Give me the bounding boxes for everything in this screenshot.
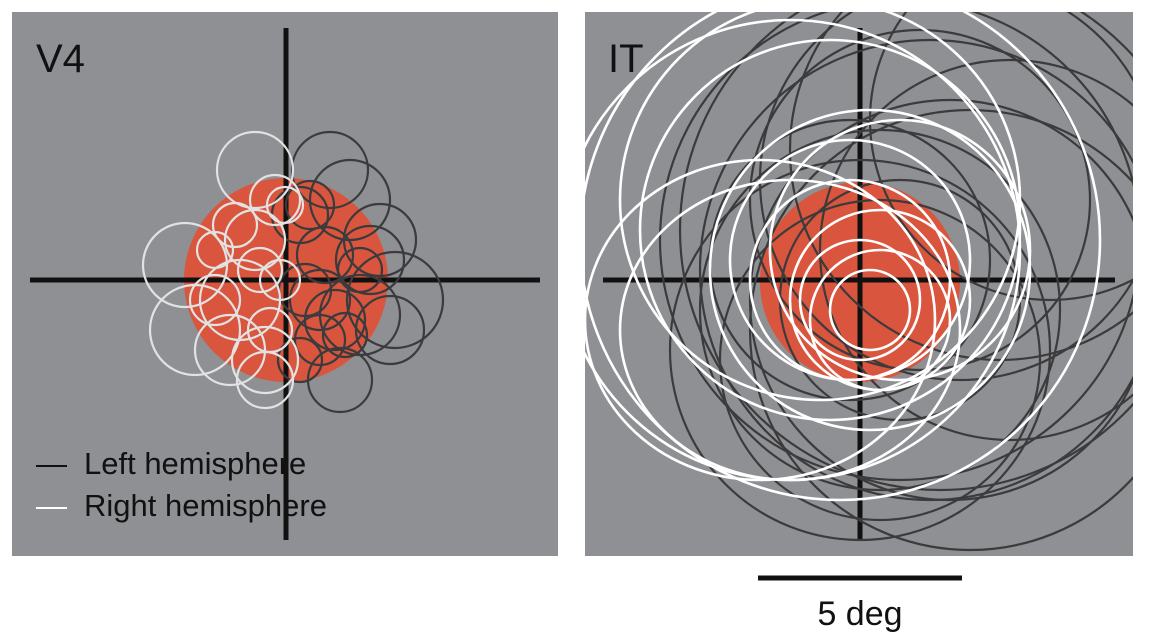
legend-right-hemisphere-label: Right hemisphere [84,488,327,523]
right-hemisphere-receptive-field [223,208,287,272]
left-hemisphere-receptive-field [345,250,445,350]
left-hemisphere-receptive-field [321,311,369,359]
it-panel-label: IT [608,37,644,81]
right-hemisphere-receptive-field [141,221,229,309]
right-hemisphere-receptive-field [618,12,1022,402]
right-hemisphere-receptive-field [828,268,912,352]
scale-bar: 5 deg [758,575,962,633]
left-hemisphere-receptive-field [276,336,324,384]
left-hemisphere-receptive-field [818,58,1133,442]
right-hemisphere-receptive-field [708,108,1032,432]
left-hemisphere-receptive-field [868,12,1133,302]
left-hemisphere-receptive-field [336,246,384,294]
right-hemisphere-receptive-field [585,158,937,482]
right-hemisphere-receptive-field [193,313,267,387]
legend-left-hemisphere-label: Left hemisphere [84,446,306,481]
right-hemisphere-receptive-field [585,12,1102,502]
left-hemisphere-receptive-field [678,12,1133,492]
right-hemisphere-receptive-field [768,118,1032,382]
right-hemisphere-receptive-field [246,306,294,354]
left-hemisphere-receptive-field [295,225,355,285]
legend-right-marker: — [36,488,67,523]
left-hemisphere-receptive-field [284,179,336,231]
left-hemisphere-receptive-field [788,12,1133,362]
right-hemisphere-receptive-field [618,178,962,482]
left-hemisphere-receptive-field [658,12,1133,482]
right-hemisphere-receptive-field [188,273,242,327]
left-hemisphere-receptive-field [668,158,1052,542]
right-hemisphere-receptive-field [248,173,302,227]
right-hemisphere-receptive-field [211,201,259,249]
v4-left-hemisphere-receptive-fields [270,130,445,414]
v4-panel: V4 — Left hemisphere — Right hemisphere [12,12,558,556]
scale-bar-label: 5 deg [817,595,902,633]
left-hemisphere-receptive-field [308,158,392,242]
legend-left-marker: — [36,446,67,481]
right-hemisphere-receptive-field [236,246,284,294]
right-hemisphere-receptive-field [230,325,300,395]
v4-panel-label: V4 [36,37,85,81]
it-right-hemisphere-receptive-fields [585,12,1102,502]
right-hemisphere-receptive-field [638,38,1022,422]
left-hemisphere-receptive-field [748,108,1133,552]
left-hemisphere-receptive-field [748,98,1133,502]
left-hemisphere-receptive-field [293,313,347,367]
it-panel: IT [585,12,1133,556]
left-hemisphere-receptive-field [748,28,1092,372]
right-hemisphere-receptive-field [798,238,922,362]
right-hemisphere-receptive-field [195,230,235,270]
v4-right-hemisphere-receptive-fields [141,130,305,410]
left-hemisphere-receptive-field [334,224,406,296]
left-hemisphere-receptive-field [288,268,352,332]
right-hemisphere-receptive-field [215,130,295,210]
left-hemisphere-receptive-field [718,198,1042,522]
right-hemisphere-receptive-field [265,185,305,225]
left-hemisphere-receptive-field [342,202,418,278]
left-hemisphere-receptive-field [354,294,426,366]
